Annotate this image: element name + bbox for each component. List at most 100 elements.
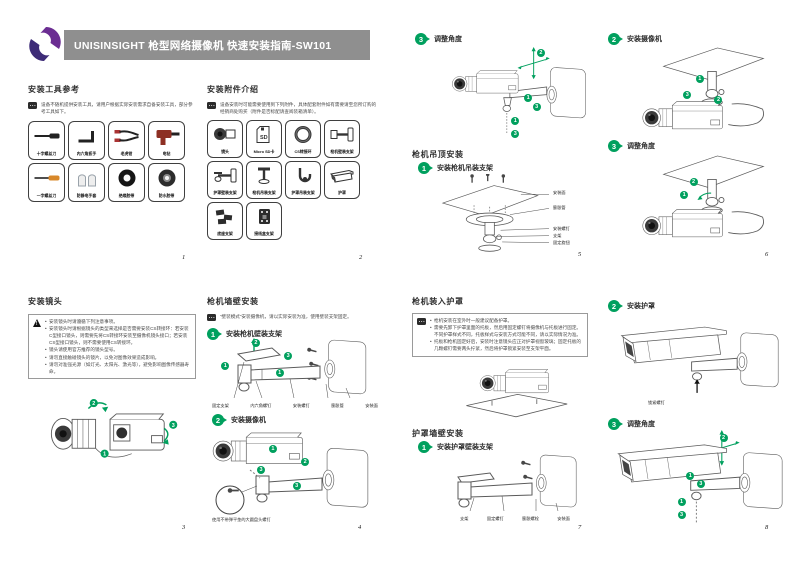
- wall-bracket-icon: [214, 168, 237, 183]
- step-marker: 3: [257, 466, 265, 475]
- figure-camera-on-tray: [446, 364, 586, 420]
- step-marker: 1: [524, 93, 533, 102]
- page-7-housing: 枪机装入护罩 枪机安装在室外时一般建议配备护罩。 需要先卸下护罩里面的托板，然后…: [412, 296, 592, 357]
- page-number: 2: [359, 254, 363, 261]
- section-title: 安装镜头: [28, 297, 63, 306]
- accessory-label: 护罩壁装支架: [213, 190, 237, 196]
- figure-housing-on-wall: [618, 320, 788, 402]
- step-marker: 3: [677, 511, 686, 520]
- step-marker: 1: [275, 368, 284, 377]
- callout-label: 固定旋钮: [553, 240, 570, 245]
- tool-label: 一字螺丝刀: [36, 193, 57, 199]
- note-icon: [207, 314, 216, 321]
- note-text: 设备安装时可能需要使用到下列附件，具体配套附件如有需要请至您所订购的经销商处购买…: [220, 102, 377, 115]
- accessory-cell: 枪机吊装支架: [246, 161, 282, 200]
- step-marker: 1: [680, 191, 689, 200]
- accessory-grid: 镜头 SD Micro SD卡 CS转接环 枪机壁装支架 护罩壁装支架 枪机吊装…: [207, 120, 382, 241]
- step-install-housing: 2 安装护罩: [608, 300, 655, 312]
- warning-item: 请勿对准强光源（如灯光、太阳光、激光等），避免影响图像传感器寿命。: [45, 361, 191, 375]
- part-label: 安装面: [557, 516, 570, 521]
- step-adjust-angle: 3 调整角度: [608, 418, 655, 430]
- step-badge: 3: [608, 418, 623, 430]
- step-marker: 1: [511, 117, 520, 126]
- step-badge: 1: [207, 328, 222, 340]
- tool-label: 老虎钳: [120, 151, 133, 157]
- accessory-cell: 底座支架: [207, 202, 243, 241]
- accessory-label: Micro SD卡: [253, 149, 275, 155]
- tool-label: 防水胶带: [158, 193, 175, 199]
- svg-text:2: 2: [92, 401, 95, 407]
- part-label: 安装面: [365, 403, 378, 408]
- base-bracket-icon: [215, 209, 233, 225]
- step-label: 安装枪机吊装支架: [437, 165, 493, 172]
- phillips-screwdriver-icon: [34, 133, 59, 139]
- tool-label: 绝缘胶带: [118, 193, 135, 199]
- accessory-label: 镜头: [221, 149, 229, 155]
- note-item: 需要先卸下护罩里面的托板，然后用固定螺钉将摄像机与托板进行固定。不同护罩样式不同…: [430, 324, 583, 338]
- step-marker: 1: [695, 74, 704, 83]
- tool-label: 防静电手套: [76, 193, 97, 199]
- accessory-cell: SD Micro SD卡: [246, 120, 282, 159]
- step-marker: 1: [268, 445, 277, 454]
- adapter-ring-icon: [294, 126, 312, 144]
- tool-cell: 老虎钳: [108, 121, 145, 161]
- figure-label-row: 支架 固定螺钉 膨胀螺栓 安装面: [460, 516, 570, 522]
- tool-label: 内六角扳手: [76, 151, 97, 157]
- step-adjust-angle: 3 调整角度: [608, 140, 655, 152]
- step-badge: 3: [415, 33, 430, 45]
- figure-lens-install: 2 1 3: [36, 392, 194, 472]
- accessory-label: 底座支架: [217, 231, 233, 237]
- section-title: 枪机墙壁安装: [207, 297, 259, 306]
- accessory-cell: CS转接环: [285, 120, 321, 159]
- lens-icon: [214, 128, 236, 141]
- step-marker: 2: [719, 433, 728, 442]
- flat-screwdriver-icon: [34, 175, 59, 181]
- tool-grid: 十字螺丝刀 内六角扳手 老虎钳 电钻 一字螺丝刀 防静电手套: [28, 121, 198, 203]
- ceiling-bracket-icon: [258, 167, 270, 185]
- section-title: 安装工具参考: [28, 85, 80, 94]
- step-marker: 1: [221, 362, 230, 371]
- page-number: 4: [358, 524, 362, 531]
- drill-icon: [156, 130, 179, 146]
- step-marker: 2: [536, 48, 545, 57]
- page-number: 3: [182, 524, 186, 531]
- tape-roll-icon: [118, 169, 135, 187]
- accessory-label: 护罩: [338, 190, 346, 196]
- part-label: 支架: [460, 516, 469, 521]
- part-label: 固定支架: [212, 403, 229, 408]
- note-icon: [207, 102, 216, 109]
- step-label: 安装护罩壁装支架: [437, 444, 493, 451]
- part-label: 安装螺钉: [292, 403, 310, 408]
- warning-icon: [33, 319, 41, 327]
- document-title: UNISINSIGHT 枪型网络摄像机 快速安装指南-SW101: [74, 39, 332, 52]
- accessory-label: 枪机壁装支架: [330, 149, 354, 155]
- step-marker: 3: [532, 102, 541, 111]
- step-marker: 3: [683, 90, 692, 99]
- part-label: 固定螺钉: [486, 516, 504, 521]
- step-install-camera: 2 安装摄像机: [608, 33, 662, 45]
- part-label: 膨胀螺栓: [522, 516, 539, 521]
- warning-box: 安装镜头时请遵循下列注意事项。 安装镜头时请根据镜头的类型来选择是否需要安装CS…: [28, 314, 196, 379]
- step-label: 安装枪机壁装支架: [226, 331, 282, 338]
- note-list: 枪机安装在室外时一般建议配备护罩。 需要先卸下护罩里面的托板，然后用固定螺钉将摄…: [430, 317, 583, 353]
- step-marker: 1: [677, 497, 686, 506]
- warning-item: 安装镜头时请根据镜头的类型来选择是否需要安装CS转接环：若安装C型接口镜头，则需…: [45, 325, 191, 346]
- page-2-accessories: 安装附件介绍 设备安装时可能需要使用到下列附件，具体配套附件如有需要请至您所订购…: [207, 84, 382, 241]
- callout-label: 膨胀管: [553, 205, 566, 210]
- page-number: 1: [182, 254, 186, 261]
- step-install-housing-bracket: 1 安装护罩壁装支架: [418, 441, 493, 453]
- callout-label: 支架: [553, 233, 562, 238]
- part-label: 内六角螺钉: [250, 403, 272, 408]
- part-label: 膨胀管: [331, 403, 344, 408]
- tool-label: 电钻: [162, 151, 171, 157]
- svg-text:3: 3: [172, 423, 175, 429]
- step-label: 调整角度: [627, 421, 655, 428]
- page-number: 8: [765, 524, 769, 531]
- step-badge: 2: [212, 414, 227, 426]
- step-marker: 3: [511, 130, 520, 139]
